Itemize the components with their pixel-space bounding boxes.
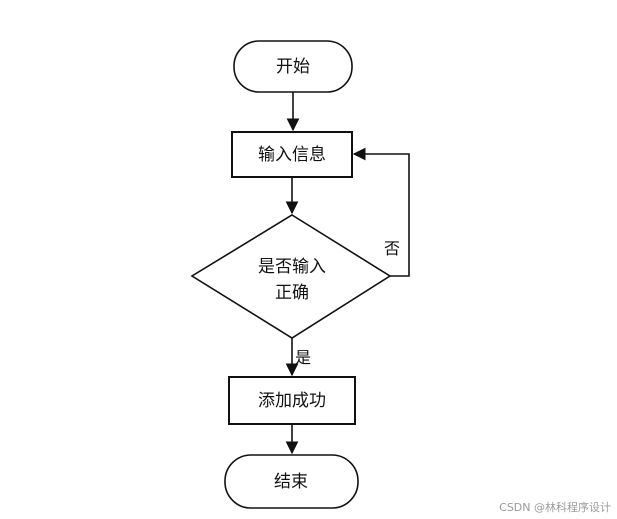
input-process-label: 输入信息 [258, 145, 326, 165]
edge-yes-label: 是 [295, 348, 311, 367]
decision-label-line2: 正确 [275, 283, 309, 303]
decision-label-line1: 是否输入 [258, 257, 326, 277]
add-success-label: 添加成功 [258, 391, 326, 411]
end-label: 结束 [274, 472, 308, 492]
start-label: 开始 [276, 57, 310, 77]
input-process-box [231, 131, 353, 178]
end-terminal [224, 454, 359, 509]
watermark: CSDN @林科程序设计 [499, 501, 611, 514]
edge-no-label: 否 [384, 239, 400, 258]
edge-no-loop [352, 147, 410, 277]
